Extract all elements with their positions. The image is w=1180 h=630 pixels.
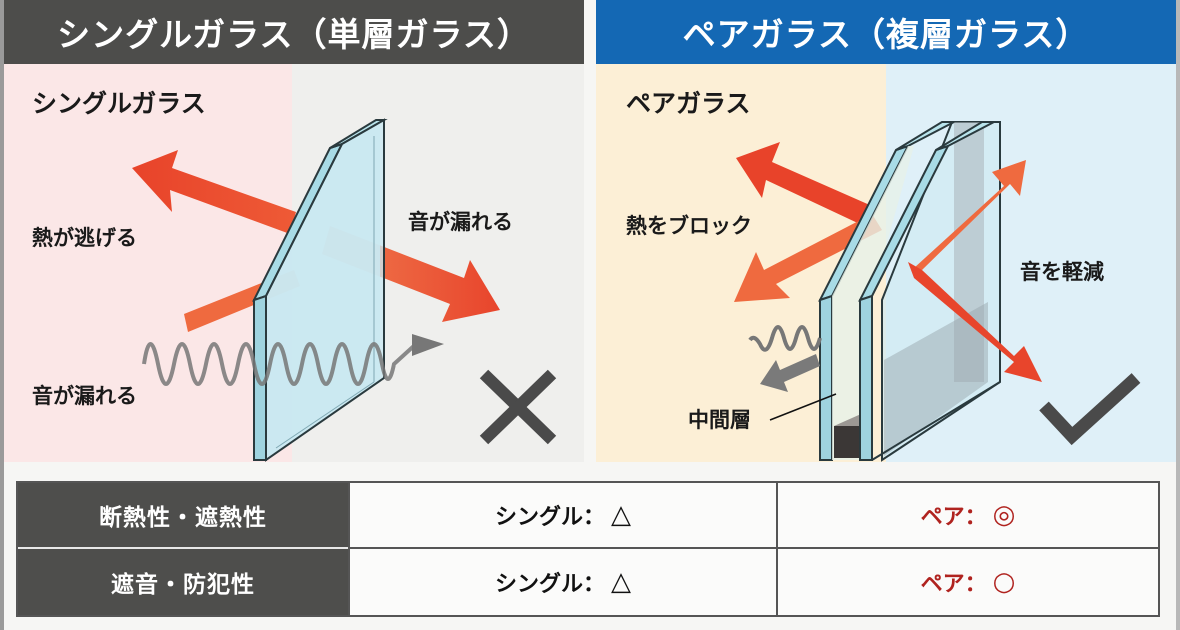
single-insulation-label: シングル： — [494, 505, 605, 530]
heat-block-label: 熱をブロック — [626, 214, 752, 238]
pair-insulation-rating: ペア：◎ — [776, 483, 1158, 549]
sound-wave — [142, 342, 418, 386]
heat-block-arrow-up — [736, 142, 872, 226]
pair-insulation-label: ペア： — [920, 505, 987, 530]
frame-left-border — [0, 0, 4, 630]
row-header-insulation: 断熱性・遮熱性 — [18, 483, 348, 549]
row-header-soundproof-security: 遮音・防犯性 — [18, 549, 348, 615]
pair-glass-illustration-area: ペアガラス 熱をブロック 音を軽減 中間層 — [596, 64, 1176, 462]
pair-glass-panel: ペアガラス（複層ガラス） — [596, 0, 1176, 462]
middle-layer-label: 中間層 — [688, 408, 751, 432]
sound-wave-blocked — [748, 325, 822, 352]
cross-icon — [479, 369, 557, 445]
comparison-table: 断熱性・遮熱性 シングル：△ ペア：◎ 遮音・防犯性 シングル：△ ペア：○ — [16, 481, 1160, 617]
heat-escape-arrow — [132, 150, 296, 234]
single-soundproof-rating: シングル：△ — [348, 549, 776, 615]
pair-glass-title: ペアガラス — [626, 89, 751, 118]
sound-reduce-label: 音を軽減 — [1020, 260, 1104, 284]
pair-glass-header: ペアガラス（複層ガラス） — [596, 0, 1176, 64]
single-soundproof-label: シングル： — [494, 572, 605, 597]
triangle-mark-icon: △ — [611, 500, 631, 530]
sound-wave-arrowhead — [412, 334, 444, 356]
single-glass-panel: シングルガラス（単層ガラス） — [4, 0, 584, 462]
single-glass-illustration-area: シングルガラス 熱が逃げる 音が漏れる 音が漏れる — [4, 64, 584, 462]
heat-block-arrow-down — [734, 214, 882, 302]
check-icon — [1039, 373, 1141, 446]
sound-leak-label-right: 音が漏れる — [408, 210, 513, 234]
pair-soundproof-label: ペア： — [920, 572, 987, 597]
pair-glass-unit — [818, 121, 1001, 462]
single-glass-pane — [252, 118, 388, 462]
heat-escape-label: 熱が逃げる — [32, 226, 137, 250]
pair-soundproof-rating: ペア：○ — [776, 549, 1158, 615]
single-insulation-rating: シングル：△ — [348, 483, 776, 549]
sound-leak-label-left: 音が漏れる — [32, 384, 137, 408]
sound-reflect-arrow — [760, 354, 820, 392]
double-circle-mark-icon: ◎ — [992, 500, 1016, 530]
circle-mark-icon: ○ — [992, 567, 1016, 597]
single-glass-header: シングルガラス（単層ガラス） — [4, 0, 584, 64]
pair-glass-illustration — [734, 121, 1141, 462]
sound-reduce-arrow — [908, 160, 1042, 382]
middle-layer-leader-line — [769, 393, 837, 421]
single-glass-illustration — [132, 118, 557, 462]
single-glass-title: シングルガラス — [32, 89, 206, 118]
frame-right-border — [1176, 0, 1180, 630]
triangle-mark-icon: △ — [611, 567, 631, 597]
